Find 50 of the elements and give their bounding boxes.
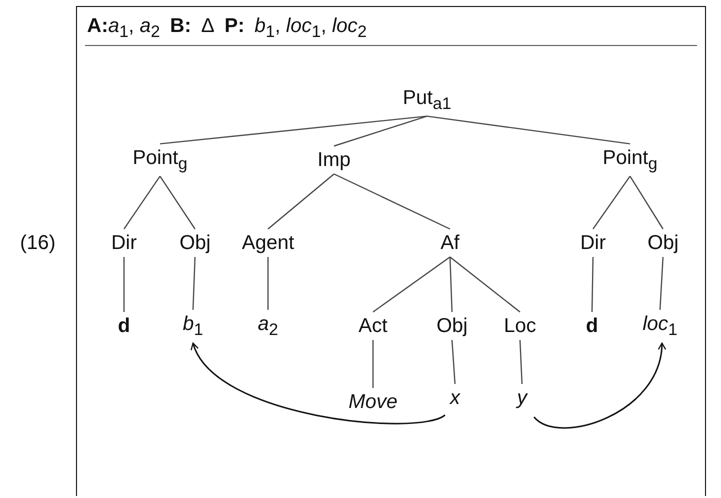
tree-branch (450, 256, 520, 312)
tree-label: d (584, 315, 600, 337)
tree-branch (123, 257, 125, 312)
tree-label: Put$_{a1}$ (402, 86, 452, 114)
tree-label: loc$_{1}$ (642, 312, 678, 340)
tree-label: Loc (502, 315, 538, 337)
tree-label: Af (440, 232, 460, 254)
tree-label: Obj (646, 232, 680, 254)
tree-label: Dir (579, 232, 607, 254)
argument-list: a$_{1}$, a$_{2}$ (108, 15, 160, 42)
tree-branch (659, 256, 664, 310)
tree-branch (334, 116, 428, 147)
role-label: A: (87, 15, 108, 38)
tree-branch (372, 256, 450, 312)
tree-label: Imp (316, 149, 352, 171)
tree-label: Act (358, 315, 388, 337)
argument-list: b$_{1}$, loc$_{1}$, loc$_{2}$ (254, 15, 367, 42)
tree-label: d (116, 315, 132, 337)
tree-branch (426, 116, 630, 144)
tree-label: Move (348, 391, 398, 413)
tree-branch (372, 340, 374, 388)
argument-list: Δ (201, 15, 214, 38)
tree-label: Dir (110, 232, 138, 254)
tree-label: Point$_{g}$ (132, 146, 188, 174)
tree-branch (267, 257, 269, 310)
tree-branch (449, 256, 453, 312)
tree-label: a$_{2}$ (256, 312, 280, 340)
tree-branch (334, 173, 450, 230)
tree-label: b$_{1}$ (182, 312, 204, 340)
tree-branch (630, 176, 664, 230)
tree-label: Agent (240, 232, 296, 254)
example-number: (16) (20, 232, 56, 255)
curved-arrow (534, 342, 666, 429)
role-label: P: (224, 15, 244, 38)
tree-branch (591, 256, 594, 312)
tree-branch (519, 340, 523, 384)
tree-branch (160, 116, 428, 144)
tree-branch (192, 256, 196, 310)
tree-label: Obj (435, 315, 469, 337)
tree-branch (268, 174, 334, 230)
tree-label: x (449, 387, 461, 409)
tree-branch (451, 340, 456, 384)
tree-label: y (516, 387, 528, 409)
tree-label: Point$_{g}$ (602, 146, 658, 174)
role-label: B: (170, 15, 192, 38)
curved-arrow (192, 342, 446, 424)
tree-branch (160, 176, 196, 230)
tree-branch (124, 176, 160, 230)
tree-label: Obj (178, 232, 212, 254)
tree-branch (592, 176, 630, 230)
